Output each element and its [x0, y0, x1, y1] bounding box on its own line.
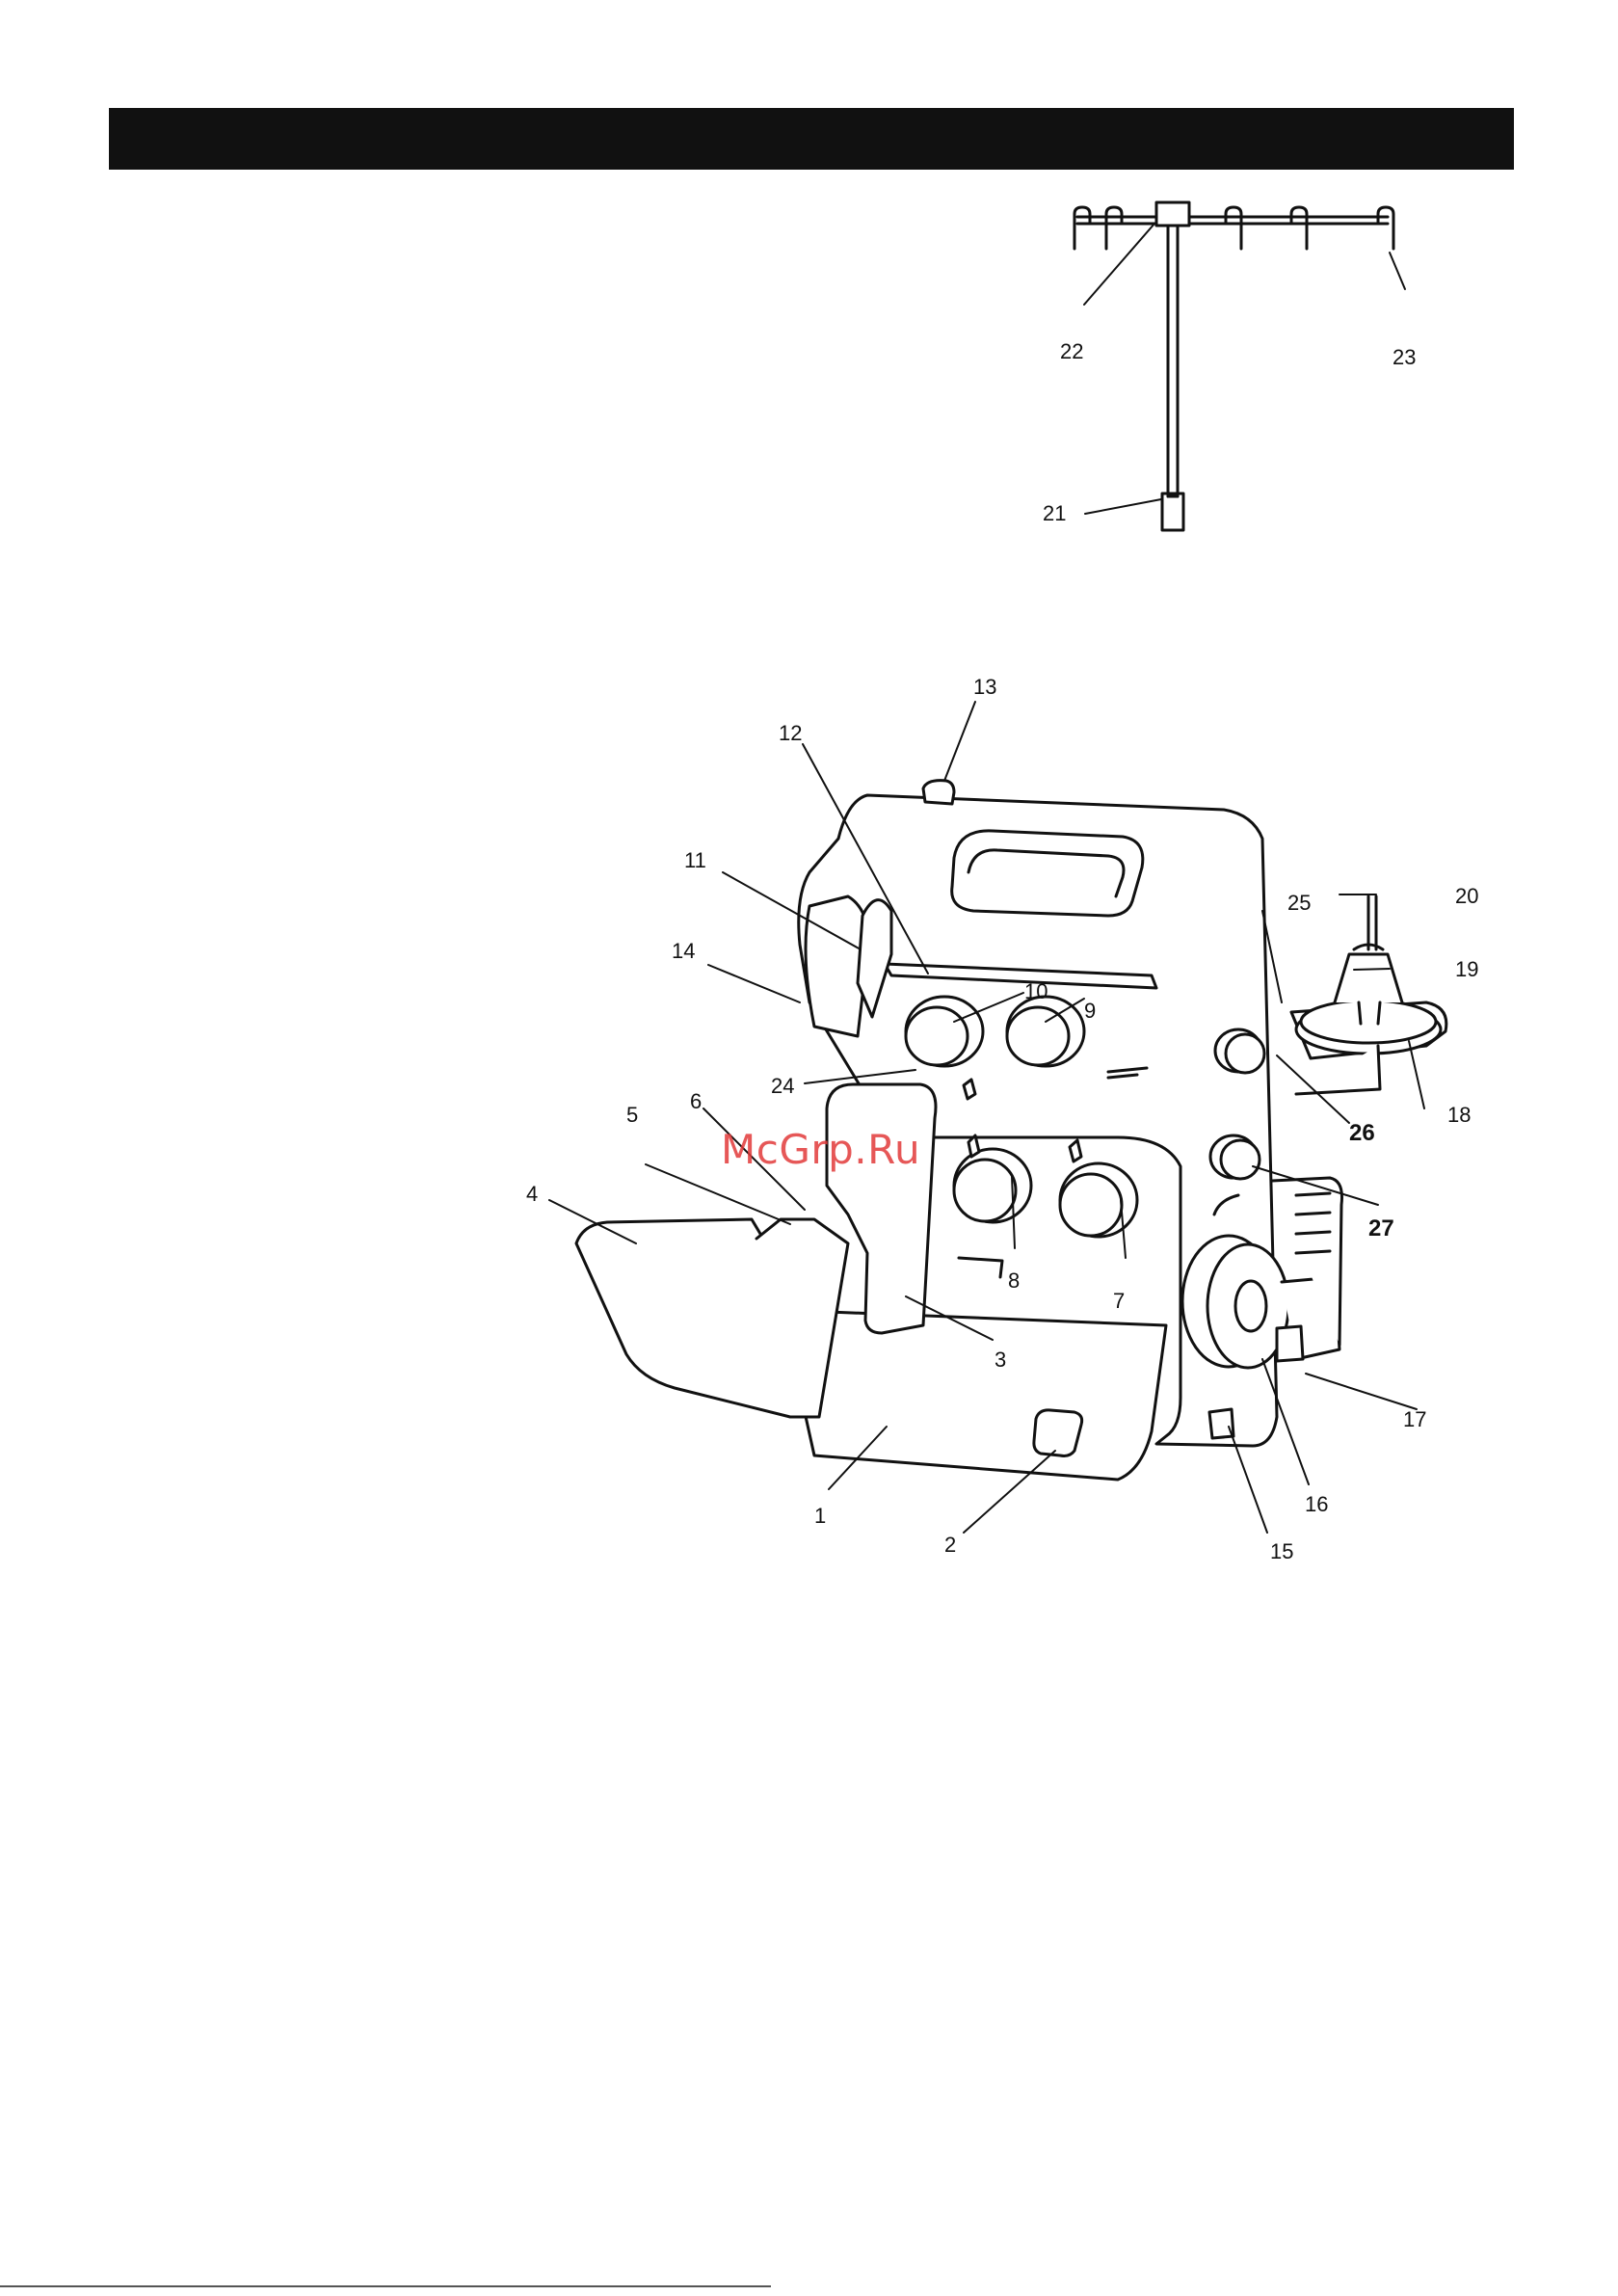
label-13: 13	[973, 675, 996, 699]
label-14: 14	[672, 939, 695, 963]
label-20: 20	[1455, 884, 1478, 908]
footer-rule	[0, 2285, 771, 2287]
label-3: 3	[995, 1348, 1006, 1372]
label-4: 4	[526, 1182, 538, 1206]
label-8: 8	[1008, 1268, 1020, 1293]
label-19: 19	[1455, 957, 1478, 981]
label-16: 16	[1305, 1492, 1328, 1516]
label-26: 26	[1349, 1120, 1375, 1146]
label-12: 12	[779, 721, 802, 745]
label-9: 9	[1084, 999, 1096, 1023]
watermark: McGrp.Ru	[721, 1126, 920, 1173]
label-22: 22	[1060, 339, 1083, 363]
label-27: 27	[1368, 1215, 1394, 1241]
label-18: 18	[1447, 1103, 1471, 1127]
label-24: 24	[771, 1074, 794, 1098]
label-1: 1	[814, 1504, 826, 1528]
label-21: 21	[1043, 501, 1066, 525]
label-23: 23	[1393, 345, 1416, 369]
label-7: 7	[1113, 1289, 1125, 1313]
label-10: 10	[1024, 979, 1048, 1003]
label-25: 25	[1287, 891, 1311, 915]
label-5: 5	[626, 1103, 638, 1127]
thread-stand	[1074, 202, 1393, 530]
label-15: 15	[1270, 1539, 1293, 1563]
label-17: 17	[1403, 1407, 1426, 1431]
label-2: 2	[944, 1533, 956, 1557]
label-11: 11	[684, 848, 706, 872]
spool-holder	[1291, 896, 1446, 1094]
label-6: 6	[690, 1089, 702, 1113]
